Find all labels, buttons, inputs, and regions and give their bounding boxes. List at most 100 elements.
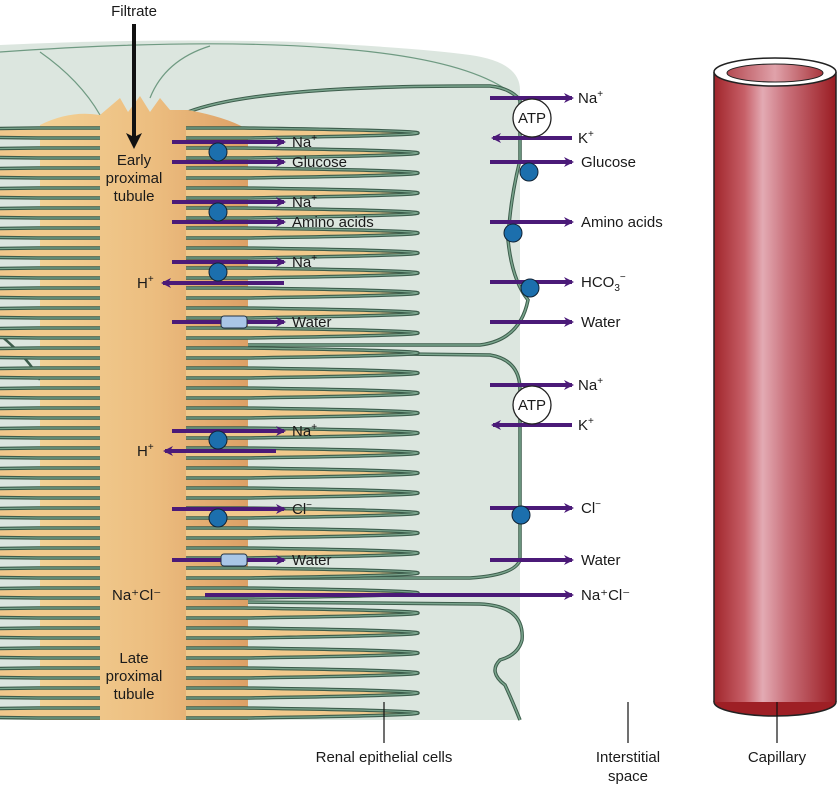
capillary-vessel: [713, 57, 837, 717]
microvillus: [0, 626, 100, 640]
microvillus: [186, 366, 420, 380]
microvillus: [0, 506, 100, 520]
microvillus: [0, 566, 100, 580]
interstitial-label-2: space: [608, 768, 648, 785]
microvillus: [0, 226, 100, 240]
microvillus: [0, 206, 100, 220]
microvillus: [186, 526, 420, 540]
microvillus-outline: [186, 307, 419, 319]
microvillus-outline: [186, 147, 419, 159]
baso-label-water: Water: [581, 314, 620, 331]
microvillus: [186, 706, 420, 720]
microvillus-outline: [186, 607, 419, 619]
microvillus-outline: [186, 187, 419, 199]
solute-label-na: Na+: [292, 253, 317, 271]
filtrate-label: Filtrate: [111, 3, 157, 20]
microvillus: [186, 466, 420, 480]
microvillus-outline: [186, 327, 419, 339]
microvillus-outline: [186, 687, 419, 699]
cotransporter-icon: [520, 278, 540, 298]
baso-late-label-k: K+: [578, 416, 594, 434]
microvillus-outline: [186, 567, 419, 579]
microvillus: [0, 546, 100, 560]
microvillus: [186, 486, 420, 500]
microvillus: [0, 666, 100, 680]
microvillus: [186, 286, 420, 300]
solute-label-water: Water: [292, 314, 331, 331]
microvillus: [0, 146, 100, 160]
microvillus: [0, 606, 100, 620]
microvillus: [0, 386, 100, 400]
microvillus-outline: [186, 447, 419, 459]
atp-label: ATP: [518, 110, 546, 127]
microvillus: [186, 666, 420, 680]
baso-label-glucose: Glucose: [581, 154, 636, 171]
microvillus-outline: [186, 287, 419, 299]
atp-label: ATP: [518, 397, 546, 414]
late-tubule-label-1: Late: [119, 650, 148, 667]
microvillus-outline: [186, 227, 419, 239]
microvillus: [186, 406, 420, 420]
cotransporter-icon: [208, 508, 228, 528]
microvillus: [0, 426, 100, 440]
microvillus-outline: [186, 547, 419, 559]
transporters: [208, 142, 540, 567]
microvillus: [0, 306, 100, 320]
microvillus: [0, 126, 100, 140]
baso-late-label-water: Water: [581, 552, 620, 569]
late-label-nacl-apical: Na⁺Cl⁻: [112, 587, 161, 604]
cotransporter-icon: [208, 202, 228, 222]
microvillus: [0, 346, 100, 360]
cotransporter-icon: [208, 262, 228, 282]
microvillus-outline: [186, 247, 419, 259]
cotransporter-icon: [503, 223, 523, 243]
solute-label-glucose: Glucose: [292, 154, 347, 171]
baso-label-hco: HCO3−: [581, 272, 626, 294]
microvillus-outline: [186, 427, 419, 439]
cotransporter-icon: [511, 505, 531, 525]
solute-label-amino-acids: Amino acids: [292, 214, 374, 231]
solute-label-na: Na+: [292, 193, 317, 211]
microvillus-outline: [186, 707, 419, 719]
microvillus-outline: [186, 207, 419, 219]
microvillus: [0, 366, 100, 380]
microvillus: [0, 706, 100, 720]
microvillus: [186, 626, 420, 640]
microvillus: [0, 166, 100, 180]
microvillus-outline: [186, 387, 419, 399]
baso-late-label-nacl: Na⁺Cl⁻: [581, 587, 630, 604]
early-tubule-label-3: tubule: [114, 188, 155, 205]
baso-label-na: Na+: [578, 89, 603, 107]
renal-cells-label: Renal epithelial cells: [316, 749, 453, 766]
early-tubule-label-1: Early: [117, 152, 152, 169]
atp-pump-early: ATP: [512, 98, 552, 138]
late-label-water: Water: [292, 552, 331, 569]
baso-label-amino-acids: Amino acids: [581, 214, 663, 231]
microvillus: [0, 406, 100, 420]
microvillus-outline: [186, 487, 419, 499]
microvillus-outline: [186, 407, 419, 419]
baso-late-label-na: Na+: [578, 376, 603, 394]
microvillus: [0, 526, 100, 540]
cotransporter-icon: [208, 142, 228, 162]
microvillus-outline: [186, 667, 419, 679]
capillary-label: Capillary: [748, 749, 807, 766]
microvillus: [0, 186, 100, 200]
atp-pump-icon: [512, 385, 552, 425]
microvillus-outline: [186, 347, 419, 359]
microvillus: [186, 566, 420, 580]
cotransporter-icon: [519, 162, 539, 182]
late-tubule-label-3: tubule: [114, 686, 155, 703]
late-tubule-label-2: proximal: [106, 668, 163, 685]
microvillus: [0, 446, 100, 460]
microvillus: [0, 286, 100, 300]
late-label-na: Na+: [292, 422, 317, 440]
microvillus: [0, 246, 100, 260]
baso-label-k: K+: [578, 129, 594, 147]
aquaporin-channel-icon: [220, 553, 248, 567]
microvillus: [0, 266, 100, 280]
microvillus: [0, 486, 100, 500]
cotransporter-icon: [208, 430, 228, 450]
microvillus-outline: [186, 367, 419, 379]
